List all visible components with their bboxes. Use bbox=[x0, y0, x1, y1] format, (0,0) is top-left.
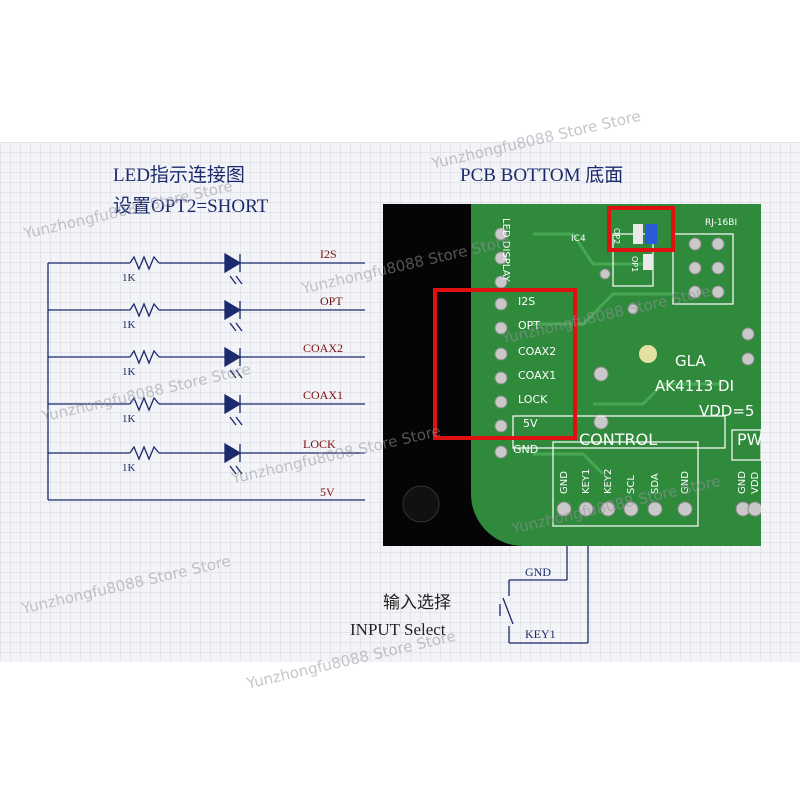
pcb-op2-label: OP2 bbox=[612, 228, 621, 245]
pcb-brand: GLA bbox=[675, 352, 706, 370]
pcb-pin-i2s: I2S bbox=[518, 295, 536, 308]
pcb-pin-gnd: GND bbox=[513, 443, 539, 456]
pcb-pin-lock: LOCK bbox=[518, 393, 548, 406]
signal-label-coax1: COAX1 bbox=[303, 388, 344, 402]
led-row-1 bbox=[48, 255, 365, 271]
pcb-pw-pin-vdd: VDD bbox=[750, 471, 761, 494]
resistor-label-1: 1K bbox=[122, 272, 136, 284]
pcb-board bbox=[471, 204, 761, 546]
led-diode-5 bbox=[224, 442, 243, 475]
led-diagram-title: LED指示连接图 bbox=[113, 165, 245, 186]
pcb-ic4-label: IC4 bbox=[571, 234, 586, 244]
signal-label-coax2: COAX2 bbox=[303, 341, 344, 355]
pcb-pw-label: PW bbox=[737, 430, 761, 449]
pcb-pw-pin-gnd: GND bbox=[737, 471, 748, 494]
resistor-label-2: 1K bbox=[122, 319, 136, 331]
pcb-bottom-view: LED DISPLAY I2S OPT COAX2 COAX1 LOCK 5V … bbox=[383, 204, 761, 546]
led-row-2 bbox=[48, 302, 365, 318]
pcb-control-title: CONTROL bbox=[579, 430, 658, 449]
pcb-pin-coax2: COAX2 bbox=[518, 345, 557, 358]
power-label-5v: 5V bbox=[320, 485, 335, 499]
pcb-bottom-title: PCB BOTTOM 底面 bbox=[460, 165, 624, 186]
pcb-control-pin-sda: SDA bbox=[650, 473, 661, 494]
pcb-control-pin-gnd: GND bbox=[559, 471, 570, 494]
pcb-op1-label: OP1 bbox=[630, 256, 639, 273]
signal-label-i2s: I2S bbox=[320, 247, 337, 261]
led-row-4 bbox=[48, 396, 365, 412]
opt2-setting-note: 设置OPT2=SHORT bbox=[113, 196, 269, 217]
pcb-traces bbox=[402, 206, 761, 527]
input-select-label-cn: 输入选择 bbox=[383, 593, 451, 612]
pcb-control-pin-scl: SCL bbox=[626, 475, 637, 494]
pcb-vdd-label: VDD=5 bbox=[699, 402, 755, 420]
led-row-3 bbox=[48, 349, 365, 365]
led-diode-3 bbox=[224, 346, 243, 379]
led-diode-2 bbox=[224, 299, 243, 332]
led-row-5 bbox=[48, 445, 365, 461]
pcb-rj-label: RJ-16BI bbox=[705, 218, 738, 228]
pcb-control-pin-key1: KEY1 bbox=[581, 468, 592, 494]
pcb-control-pin-key2: KEY2 bbox=[603, 468, 614, 494]
led-diode-4 bbox=[224, 393, 243, 426]
pcb-led-display-label: LED DISPLAY bbox=[500, 218, 511, 282]
led-diode-1 bbox=[224, 252, 243, 285]
pcb-pin-coax1: COAX1 bbox=[518, 369, 557, 382]
resistor-label-5: 1K bbox=[122, 462, 136, 474]
pcb-chip-label: AK4113 DI bbox=[655, 377, 735, 395]
switch-gnd-label: GND bbox=[525, 565, 551, 579]
signal-label-opt: OPT bbox=[320, 294, 343, 308]
input-select-label-en: INPUT Select bbox=[350, 620, 446, 639]
resistor-label-3: 1K bbox=[122, 366, 136, 378]
pcb-pin-opt: OPT bbox=[518, 319, 541, 332]
pcb-control-pin-gnd2: GND bbox=[680, 471, 691, 494]
resistor-label-4: 1K bbox=[122, 413, 136, 425]
pcb-pin-5v: 5V bbox=[523, 417, 538, 430]
signal-label-lock: LOCK bbox=[303, 437, 336, 451]
switch-key1-label: KEY1 bbox=[525, 627, 556, 641]
